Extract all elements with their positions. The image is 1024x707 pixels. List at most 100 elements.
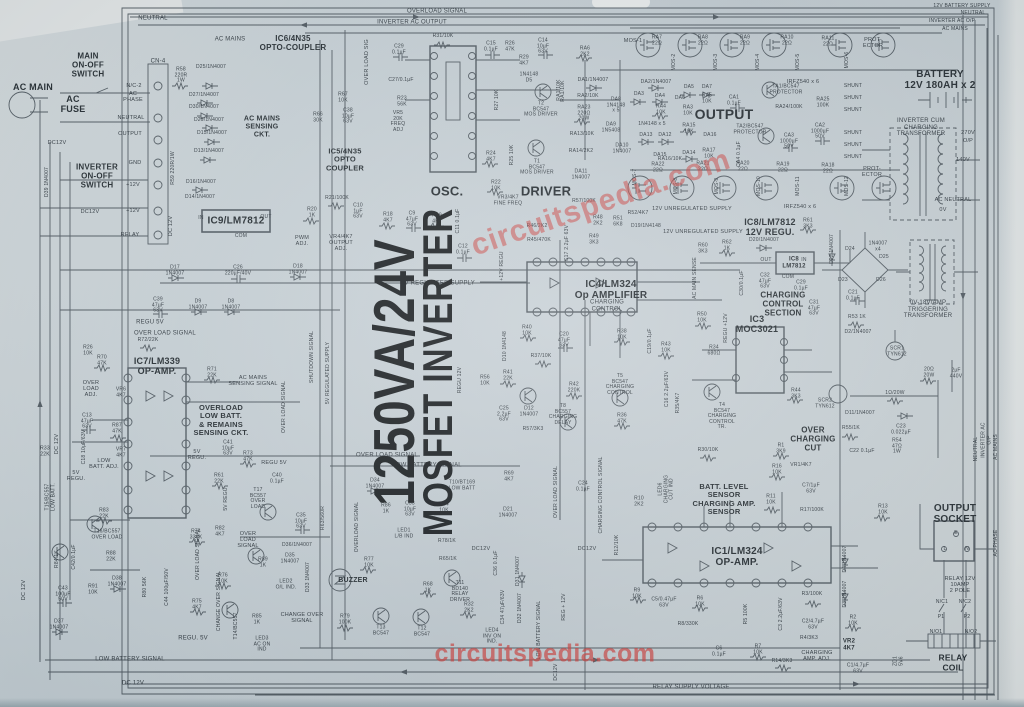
schematic-label: DA6 xyxy=(674,95,686,102)
schematic-label: C41 10µF 63V xyxy=(221,439,235,457)
schematic-label: N/O2 xyxy=(964,629,978,636)
schematic-label: D14/1N4007 xyxy=(184,194,216,201)
schematic-label: R31/10K xyxy=(432,33,454,40)
schematic-label: DC 12V xyxy=(167,215,174,237)
schematic-label: REG + 12V xyxy=(561,593,568,621)
schematic-label: R57/3K3 xyxy=(522,426,544,433)
schematic-label: LED6 CHARGING CUT IND xyxy=(657,474,675,504)
schematic-label: LED1 L/B IND xyxy=(394,527,414,539)
schematic-label: SHUNT xyxy=(843,142,863,149)
schematic-label: VR1/4K7 xyxy=(790,462,812,469)
schematic-label: C10 1µF 63V xyxy=(353,202,363,220)
schematic-label: CA1 0.1µF xyxy=(727,94,741,106)
schematic-title-line2: MOSFET INVERTER xyxy=(414,207,461,537)
schematic-label: C24 0.1µF xyxy=(576,480,590,492)
schematic-label: AC NEUTRAL xyxy=(934,196,972,203)
schematic-label: DRIVER xyxy=(520,183,572,199)
schematic-label: OUTPUT xyxy=(694,106,754,123)
schematic-label: C27/0.1µF xyxy=(388,77,414,84)
schematic-label: CHANGE OVER SIGNAL xyxy=(280,611,324,624)
schematic-label: LOW BATT. ADJ. xyxy=(89,457,119,470)
schematic-label: P2 xyxy=(963,614,971,621)
schematic-label: OVER LOAD SIGNAL xyxy=(237,530,259,550)
schematic-label: +12V xyxy=(126,181,140,188)
schematic-label: RA25 100K xyxy=(816,96,830,108)
schematic-label: R25 10K xyxy=(509,144,516,166)
schematic-label: DC 12V xyxy=(53,433,60,455)
schematic-label: 1Ω/20W xyxy=(885,390,905,397)
schematic-label: MOS-12 xyxy=(844,176,851,196)
schematic-label: DC12V xyxy=(577,545,597,552)
schematic-label: IC9/LM7812 xyxy=(207,215,265,227)
schematic-label: COM xyxy=(781,274,795,281)
schematic-label: R26 47K xyxy=(505,40,515,52)
schematic-label: N/C-2 xyxy=(126,82,142,89)
schematic-label: C21 0.1µF xyxy=(846,289,860,301)
schematic-label: AC MAIN xyxy=(13,81,53,92)
schematic-label: C32 47µF 63V xyxy=(758,272,772,290)
schematic-label: R61 22K xyxy=(214,472,224,484)
schematic-label: R37/10K xyxy=(530,353,552,360)
schematic-label: DA1/1N4007 xyxy=(577,77,609,84)
schematic-label: 0V-18V/AMP TRIGGERING TRANSFORMER xyxy=(903,299,953,320)
schematic-label: OVERLOAD SIGNAL xyxy=(354,501,361,553)
schematic-label: C23 0.022µF xyxy=(891,423,911,435)
schematic-label: OVER LOAD SIGNAL xyxy=(553,465,560,519)
schematic-label: 270V xyxy=(961,129,975,136)
schematic-label: 2µF 440V xyxy=(949,367,963,379)
schematic-label: R82 4K7 xyxy=(215,525,225,537)
schematic-label: 20Ω 20W xyxy=(923,366,935,378)
schematic-label: D3 1N4007 xyxy=(842,580,849,608)
schematic-label: R54 47Ω 1W xyxy=(892,437,902,455)
schematic-label: R21/100K xyxy=(325,195,349,202)
watermark-bottom: circuitspedia.com xyxy=(434,639,656,668)
schematic-label: MOS-5 xyxy=(795,53,802,71)
schematic-label: R74 330K xyxy=(189,528,203,540)
schematic-label: 12V UNREGULATED SUPPLY xyxy=(652,205,732,212)
schematic-label: C35 10µF 63V xyxy=(294,512,308,530)
schematic-label: AC PHASE xyxy=(123,90,143,103)
schematic-label: R63/560R xyxy=(320,505,327,531)
schematic-label: D30/1N4007 xyxy=(188,104,220,111)
schematic-label: SHUNT xyxy=(843,83,863,90)
schematic-label: C40 0.1µF xyxy=(270,472,284,484)
schematic-label: DA5 xyxy=(683,84,695,91)
schematic-label: T17 BC557 OVER LOAD xyxy=(249,486,267,510)
schematic-label: R66 30K xyxy=(313,111,323,123)
schematic-label: C22 0.1µF xyxy=(849,448,875,455)
schematic-label: R91 10K xyxy=(88,583,98,595)
schematic-label: SCR2 TYN612 xyxy=(815,397,835,409)
schematic-label: R78/1K xyxy=(438,538,456,545)
schematic-label: MOS-1 xyxy=(623,37,643,44)
schematic-label: D25/1N4007 xyxy=(195,64,227,71)
schematic-label: T15/BC557 LOW BATT. xyxy=(44,483,56,511)
schematic-label: N/C1 xyxy=(935,599,949,606)
schematic-label: R72/22K xyxy=(137,337,159,344)
schematic-label: +12V REGU xyxy=(499,251,506,281)
schematic-label: C5/0.47µF 63V xyxy=(651,596,677,608)
schematic-label: R23 56K xyxy=(397,95,407,107)
schematic-label: D36/1N4007 xyxy=(281,542,313,549)
schematic-label: P1 xyxy=(937,614,945,621)
schematic-label: RA18 22Ω xyxy=(821,162,835,174)
schematic-label: C36 0.1µF xyxy=(493,550,500,576)
schematic-label: INVERTER AC O/P xyxy=(928,18,976,25)
schematic-label: DA14 xyxy=(682,150,696,157)
schematic-label: D35 1N4007 xyxy=(280,552,300,564)
schematic-label: D4 1N4007 xyxy=(842,545,849,573)
schematic-label: VR4/4K7 OUTPUT ADJ. xyxy=(329,233,353,253)
schematic-label: PWM ADJ. xyxy=(294,234,310,247)
schematic-label: D16/1N4007 xyxy=(185,179,217,186)
schematic-label: DA15 xyxy=(653,152,667,159)
schematic-label: C44 100µF/50V xyxy=(164,568,171,606)
schematic-label: ZD1 5V6 xyxy=(892,655,904,667)
schematic-label: D20/1N4007 xyxy=(748,237,780,244)
schematic-label: DA12 xyxy=(658,132,672,139)
schematic-label: IN xyxy=(198,215,204,222)
schematic-label: R65/1K xyxy=(439,556,457,563)
schematic-label: R58 220R 1W xyxy=(174,66,188,84)
schematic-label: IC8/LM7812 12V REGU. xyxy=(744,216,796,237)
schematic-label: REGU 5V xyxy=(261,459,287,466)
schematic-label: MOS-10 xyxy=(756,176,763,196)
schematic-label: MAIN ON-OFF SWITCH xyxy=(71,51,105,79)
